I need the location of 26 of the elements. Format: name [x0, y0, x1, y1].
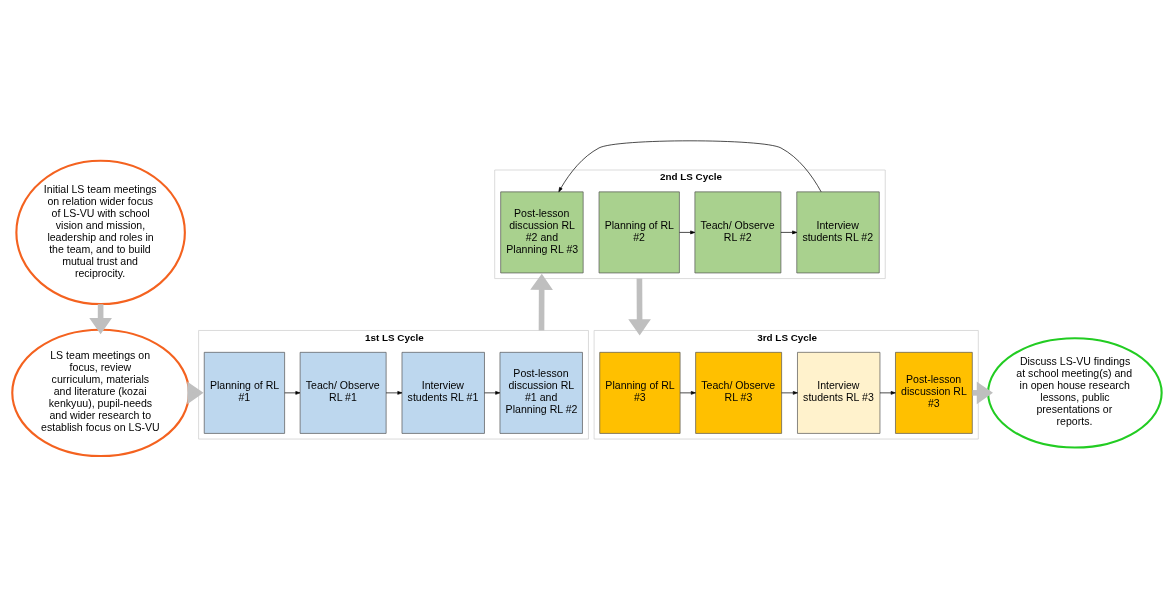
node-box: Planning of RL #3 — [599, 351, 681, 434]
node-box: Planning of RL #1 — [203, 351, 285, 434]
node-box: Post-lesson discussion RL #2 and Planning RL #3 — [500, 191, 584, 273]
node-box: Teach/ Observe RL #2 — [694, 191, 782, 273]
arrow — [628, 278, 651, 335]
arrow — [781, 390, 798, 395]
arrow — [679, 390, 696, 395]
node-box: Post-lesson discussion RL #3 — [895, 351, 973, 434]
node-ellipse: Initial LS team meetings on relation wider focus of LS-VU with school vision and mission, leadership and roles in the team, and to build mutual trust and reciprocity. — [15, 159, 186, 305]
arrow — [284, 390, 301, 395]
arrow — [530, 273, 553, 330]
node-box: Teach/ Observe RL #1 — [299, 351, 387, 434]
arrow — [780, 230, 798, 234]
node-box: Planning of RL #2 — [598, 191, 680, 273]
node-box: Interview students RL #1 — [401, 351, 485, 434]
node-box: Teach/ Observe RL #3 — [695, 351, 782, 434]
arrow — [385, 390, 403, 395]
node-box: Post-lesson discussion RL #1 and Planning RL #2 — [499, 351, 583, 434]
arrow — [558, 139, 822, 192]
arrow — [484, 390, 501, 395]
arrow — [679, 230, 696, 234]
arrow — [879, 390, 896, 395]
node-box: Interview students RL #2 — [796, 191, 880, 273]
node-ellipse: LS team meetings on focus, review curriculum, materials and literature (kozai kenkyuu), pupil-needs and wider research to establish focus on LS-VU — [11, 328, 190, 457]
node-box: Interview students RL #3 — [797, 351, 881, 434]
node-ellipse: Discuss LS-VU findings at school meeting(s) and in open house research lessons, public presentations or reports. — [987, 336, 1163, 449]
